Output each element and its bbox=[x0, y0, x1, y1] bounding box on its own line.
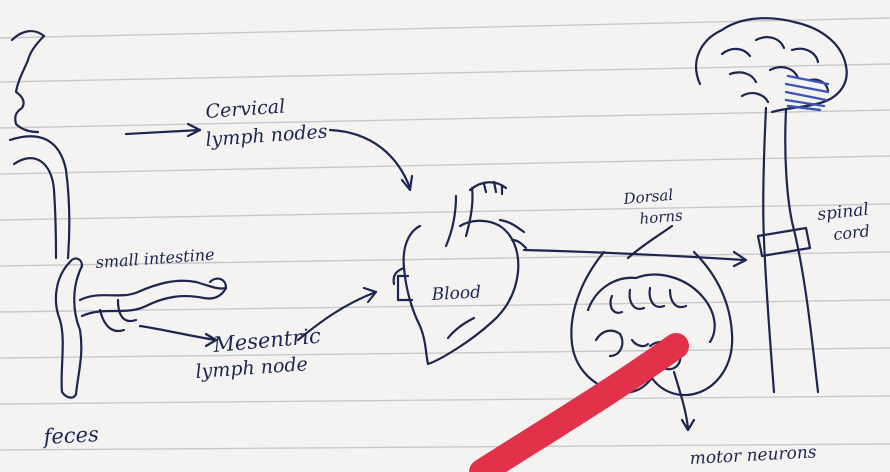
label-lymph-nodes: lymph nodes bbox=[205, 121, 329, 151]
label-dorsal: Dorsal bbox=[622, 186, 674, 208]
arrow-intestine-to-mesenteric bbox=[140, 326, 216, 346]
label-cord: cord bbox=[832, 221, 870, 244]
arrow-to-motor-neurons bbox=[674, 372, 694, 430]
head-profile-drawing bbox=[10, 31, 69, 258]
label-lymph-node: lymph node bbox=[195, 353, 309, 383]
heart-drawing bbox=[394, 182, 526, 364]
label-cervical: Cervical bbox=[205, 95, 286, 123]
label-mesenteric: Mesentric bbox=[211, 324, 322, 357]
label-horns: horns bbox=[639, 206, 684, 228]
dorsal-horn-pointer bbox=[628, 226, 672, 258]
label-small-intestine: small intestine bbox=[95, 245, 215, 272]
label-blood: Blood bbox=[430, 282, 481, 305]
label-feces: feces bbox=[41, 422, 100, 449]
label-motor-neurons: motor neurons bbox=[689, 442, 817, 469]
arrow-cervical-to-blood bbox=[330, 130, 412, 190]
